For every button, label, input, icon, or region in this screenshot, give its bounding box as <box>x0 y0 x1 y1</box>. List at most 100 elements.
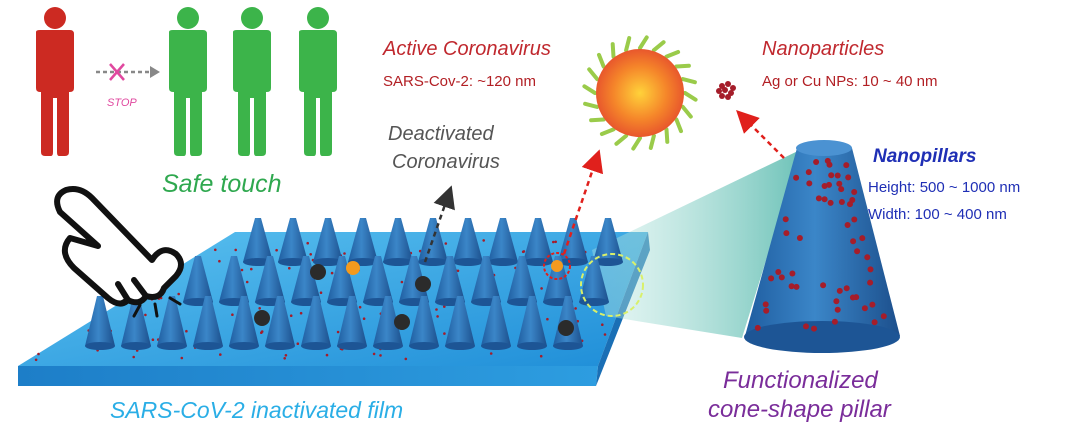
pillar-nanoparticle <box>850 238 857 245</box>
virus-spike <box>624 36 632 53</box>
pillar-cone <box>229 296 259 350</box>
pillar-nanoparticle <box>811 325 817 332</box>
nanoparticle-dot <box>288 266 291 270</box>
nanoparticle-dot <box>444 242 448 245</box>
pillar-nanoparticle <box>793 283 800 290</box>
nanopillars-title: Nanopillars <box>873 146 977 167</box>
nanoparticle-dot <box>489 352 493 355</box>
virus-spike <box>664 50 681 59</box>
nanoparticle-dot <box>552 240 555 244</box>
nanoparticle-dot <box>180 356 184 360</box>
pillar-nanoparticle <box>796 235 803 241</box>
nanoparticle-dot <box>214 248 217 252</box>
deactivated-virus-icon <box>254 264 574 336</box>
nanoparticle-dot <box>185 329 188 333</box>
pillar-nanoparticle <box>843 285 850 292</box>
pillar-nanoparticle <box>849 294 856 301</box>
nanoparticle-dot <box>601 323 604 327</box>
pillar-nanoparticle <box>831 318 838 325</box>
pillar-nanoparticle <box>778 274 785 281</box>
pillar-nanoparticle <box>762 301 769 308</box>
person-green-icon <box>299 7 337 156</box>
virus-spike <box>651 40 666 53</box>
pillar-nanoparticle <box>836 287 843 294</box>
pillar-cone <box>409 296 439 350</box>
deactivated-label-line2: Coronavirus <box>392 151 500 173</box>
arrow-to-virus <box>562 149 604 255</box>
nanoparticle-dot <box>358 305 362 309</box>
pillar-cone <box>373 296 403 350</box>
pillar-cone <box>301 296 331 350</box>
pillar-nanoparticle <box>845 174 852 181</box>
hand-pointer-icon <box>54 186 184 307</box>
pillar-nanoparticle <box>793 174 800 181</box>
person-green-icon <box>233 7 271 156</box>
nanoparticle-dot <box>436 315 439 318</box>
nanoparticle-dot <box>404 357 408 361</box>
pillar-cone <box>313 218 343 266</box>
nanoparticle-dot <box>319 291 323 295</box>
touch-spark-icon <box>116 296 182 318</box>
active-virus-on-film-icon <box>346 252 571 280</box>
nanoparticle-dot <box>34 358 38 362</box>
virus-spike <box>664 127 670 144</box>
nanoparticle-dot <box>234 248 237 252</box>
nanoparticle-dot <box>482 239 486 242</box>
virus-spike <box>582 84 597 95</box>
pillar-cone <box>121 296 151 350</box>
pillar-width-label: Width: 100 ~ 400 nm <box>868 206 1007 223</box>
functionalized-caption-line1: Functionalized <box>723 367 878 394</box>
nanoparticle-dot <box>554 240 557 244</box>
pillar-nanoparticle <box>824 157 831 164</box>
nanoparticle-dot <box>250 267 253 271</box>
pillar-nanoparticle <box>788 283 795 290</box>
nanoparticle-dot <box>330 271 334 275</box>
stop-cross-icon <box>96 63 160 81</box>
pillar-cone <box>488 218 518 266</box>
pillar-nanoparticle <box>844 222 851 228</box>
nanoparticle-dot <box>574 307 577 310</box>
pillar-cone <box>383 218 413 266</box>
nanoparticle-dot <box>443 305 446 308</box>
pillar-nanoparticle <box>826 181 832 188</box>
pillar-array <box>85 218 623 350</box>
pillar-nanoparticle <box>834 172 841 179</box>
nanoparticle-size-label: Ag or Cu NPs: 10 ~ 40 nm <box>762 73 938 90</box>
pillar-cone <box>278 218 308 266</box>
pillar-nanoparticles <box>754 157 887 332</box>
pillar-nanoparticle <box>843 162 850 169</box>
virus-spike <box>674 63 691 69</box>
active-coronavirus-title: Active Coronavirus <box>383 38 551 60</box>
nanoparticle-dot <box>144 313 147 317</box>
pillar-nanoparticle <box>854 248 861 255</box>
pillar-nanoparticle <box>821 196 828 203</box>
pillar-nanoparticle <box>820 282 827 289</box>
nanoparticle-dot <box>151 338 155 342</box>
sars-size-label: SARS-Cov-2: ~120 nm <box>383 73 536 90</box>
pillar-nanoparticle <box>867 279 874 286</box>
virus-spike <box>589 117 606 123</box>
virus-spike <box>680 77 697 85</box>
nanoparticle-dot <box>231 313 234 317</box>
nanoparticle-dot <box>372 352 376 356</box>
nanoparticle-dot <box>260 330 264 333</box>
pillar-nanoparticle <box>754 324 761 331</box>
pillar-nanoparticle <box>851 216 858 223</box>
nanoparticle-dot <box>603 333 607 336</box>
nanoparticle-dot <box>309 253 313 256</box>
nanoparticle-dot <box>299 311 303 315</box>
nanoparticle-dot <box>456 269 460 273</box>
nanoparticle-cluster-icon <box>716 81 736 100</box>
pillar-nanoparticle <box>827 199 834 206</box>
magnification-beam <box>592 150 800 338</box>
nanoparticle-dot <box>275 248 278 252</box>
nanoparticle-dot <box>240 268 244 272</box>
nanoparticle-dot <box>289 314 293 318</box>
nanoparticle-dot <box>177 292 180 296</box>
pillar-nanoparticle <box>861 305 868 312</box>
pillar-nanoparticle <box>782 216 789 223</box>
pillar-nanoparticle <box>775 269 782 275</box>
pillar-cone <box>453 218 483 266</box>
pillar-cone <box>579 256 609 306</box>
arrow-to-nanoparticle <box>736 110 785 159</box>
